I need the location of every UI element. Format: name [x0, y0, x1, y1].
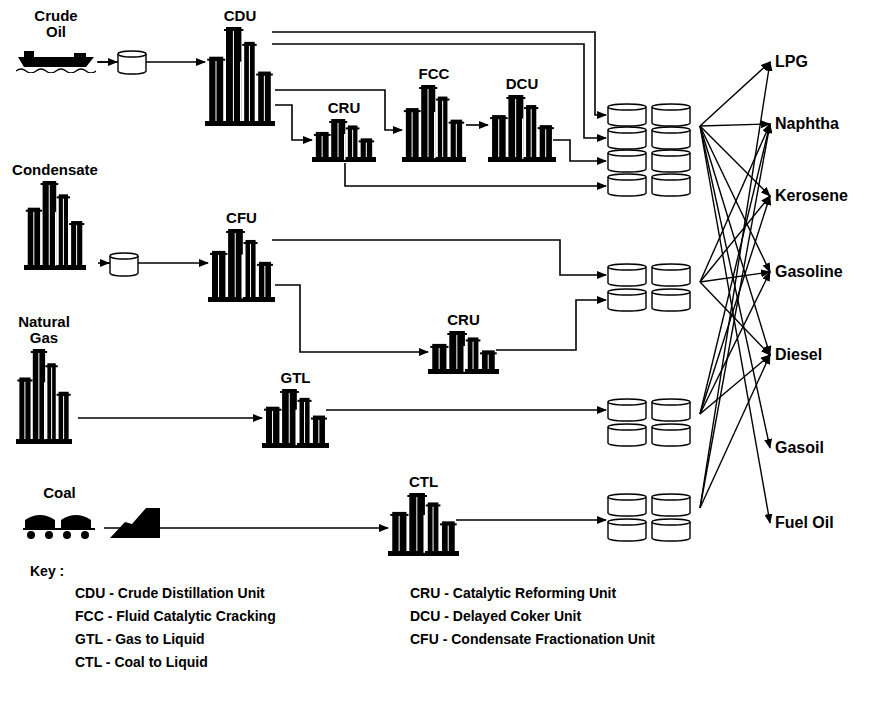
flow-arrow — [275, 285, 428, 352]
coal-icon — [23, 504, 97, 540]
tank-top — [608, 289, 646, 295]
tank-top — [652, 264, 690, 270]
tank-top — [608, 127, 646, 133]
product-arrow — [700, 196, 770, 414]
unit-label: GTL — [262, 370, 329, 386]
key-entry: FCC - Fluid Catalytic Cracking — [75, 607, 276, 625]
product-arrow — [700, 62, 770, 126]
process-unit: CFU — [208, 210, 275, 302]
product-name: Gasoline — [775, 262, 843, 282]
process-unit: GTL — [262, 370, 329, 448]
process-unit: Crude Oil — [15, 8, 97, 73]
tank-top — [652, 150, 690, 156]
tank-top — [652, 174, 690, 180]
process-unit: Coal — [15, 485, 104, 540]
key-entry: Key : — [30, 562, 64, 580]
process-unit: CDU — [205, 8, 275, 126]
tower-icon — [312, 119, 376, 162]
storage-tanks — [110, 51, 690, 541]
tank-top — [652, 104, 690, 110]
product-arrow — [700, 355, 770, 508]
tank-top — [652, 399, 690, 405]
tower-icon — [208, 229, 275, 302]
flow-arrow — [78, 417, 262, 419]
unit-label: CTL — [388, 474, 459, 490]
tank-top — [608, 104, 646, 110]
flow-arrow — [275, 105, 312, 140]
tank-top — [652, 127, 690, 133]
product-arrow — [700, 272, 770, 414]
tank-top — [110, 253, 138, 259]
process-unit: CRU — [312, 100, 376, 162]
product-arrow — [700, 124, 770, 282]
tank-top — [608, 150, 646, 156]
unit-label: CRU — [312, 100, 376, 116]
process-unit: Condensate — [8, 162, 102, 270]
tower-icon — [488, 95, 556, 162]
product-arrow — [700, 355, 770, 414]
tower-icon — [388, 493, 459, 556]
process-unit: CRU — [428, 312, 499, 374]
ship-icon — [16, 43, 96, 73]
unit-label: FCC — [402, 66, 466, 82]
tank-top — [608, 494, 646, 500]
process-unit: DCU — [488, 76, 556, 162]
unit-label: Crude Oil — [29, 8, 84, 40]
tank-top — [652, 424, 690, 430]
product-name: Naphtha — [775, 114, 839, 134]
unit-label: CDU — [205, 8, 275, 24]
product-arrow — [700, 62, 770, 508]
tank-top — [118, 51, 146, 57]
process-unit: FCC — [402, 66, 466, 162]
unit-label: CRU — [428, 312, 499, 328]
tower-icon — [262, 389, 329, 448]
unit-label: Natural Gas — [14, 314, 74, 346]
tower-icon — [402, 85, 466, 162]
product-name: Gasoil — [775, 438, 824, 458]
product-name: Fuel Oil — [775, 513, 834, 533]
unit-label: CFU — [208, 210, 275, 226]
tower-icon — [205, 27, 275, 126]
tower-icon — [428, 331, 499, 374]
tank-top — [608, 424, 646, 430]
tank-top — [608, 174, 646, 180]
tank-top — [652, 519, 690, 525]
tank-top — [652, 289, 690, 295]
key-entry: GTL - Gas to Liquid — [75, 630, 205, 648]
unit-label: DCU — [488, 76, 556, 92]
unit-label: Condensate — [8, 162, 102, 178]
flow-arrow — [97, 61, 205, 63]
product-arrow — [700, 126, 770, 523]
product-arrow — [700, 124, 770, 508]
process-unit: Natural Gas — [10, 314, 78, 444]
product-arrow — [700, 124, 770, 414]
key-entry: CTL - Coal to Liquid — [75, 653, 208, 671]
key-entry: DCU - Delayed Coker Unit — [410, 607, 581, 625]
tank-top — [608, 399, 646, 405]
product-arrows — [700, 62, 770, 523]
flow-arrow — [466, 124, 488, 126]
tank-top — [608, 519, 646, 525]
key-entry: CFU - Condensate Fractionation Unit — [410, 630, 655, 648]
key-entry: CRU - Catalytic Reforming Unit — [410, 584, 616, 602]
product-name: Diesel — [775, 345, 822, 365]
product-name: LPG — [775, 52, 808, 72]
process-unit: CTL — [388, 474, 459, 556]
tank-top — [652, 494, 690, 500]
tower-icon — [24, 181, 86, 270]
coal-pile — [110, 508, 160, 538]
tank-top — [608, 264, 646, 270]
tower-icon — [16, 349, 72, 444]
product-name: Kerosene — [775, 186, 848, 206]
unit-label: Coal — [15, 485, 104, 501]
feed-arrows — [98, 62, 117, 263]
key-entry: CDU - Crude Distillation Unit — [75, 584, 265, 602]
